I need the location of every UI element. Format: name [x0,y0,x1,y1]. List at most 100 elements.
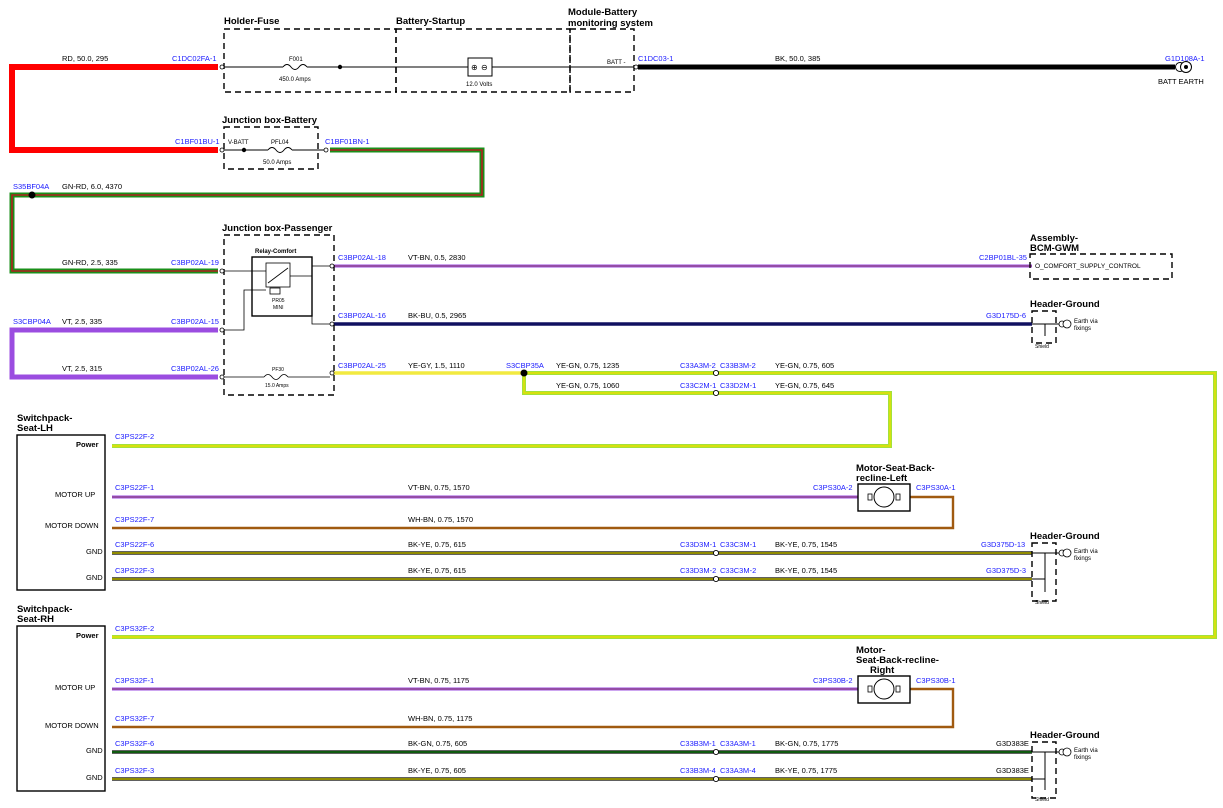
conn-c33b3m-4[interactable]: C33B3M-4 [680,766,716,775]
lh-pin-power: Power [76,440,99,449]
motor-left-title-1: Motor-Seat-Back- [856,463,935,474]
conn-c3ps32f-7[interactable]: C3PS32F-7 [115,714,154,723]
wire-label-w22: BK-GN, 0.75, 605 [408,739,467,748]
jb-passenger-box[interactable] [223,234,335,396]
header-ground-2-box[interactable] [1031,542,1057,602]
switchpack-lh-box[interactable] [16,434,106,591]
conn-c3bp02al-19[interactable]: C3BP02AL-19 [171,258,219,267]
conn-c1dc02fa-1[interactable]: C1DC02FA-1 [172,54,217,63]
header-ground-3-box[interactable] [1031,741,1057,799]
bcm-gwm-box[interactable] [1029,253,1173,280]
module-battery-box[interactable] [569,28,635,93]
conn-c3ps32f-6[interactable]: C3PS32F-6 [115,739,154,748]
conn-c3bp02al-15[interactable]: C3BP02AL-15 [171,317,219,326]
conn-g3d383e-a[interactable]: G3D383E [996,739,1029,748]
jb-battery-box[interactable] [223,126,319,170]
wire-rd-50[interactable] [9,64,218,153]
pf30-amps: 15.0 Amps [265,383,289,389]
motor-right-box[interactable] [857,675,911,704]
conn-s3cbp04a[interactable]: S3CBP04A [13,317,51,326]
fuse-pfl04-icon [267,147,293,153]
pfl04-amps: 50.0 Amps [263,160,291,166]
conn-c1bf01bu-1[interactable]: C1BF01BU-1 [175,137,220,146]
conn-c3ps32f-2[interactable]: C3PS32F-2 [115,624,154,633]
earth-1-label-2: fixings [1074,326,1091,332]
lh-pin-motor-down: MOTOR DOWN [45,521,99,530]
wire-vt-25[interactable] [9,327,218,380]
conn-c33b3m-2[interactable]: C33B3M-2 [720,361,756,370]
switchpack-lh-title-1: Switchpack- [17,413,72,424]
wire-label-w12: YE-GN, 0.75, 1060 [556,381,619,390]
conn-c33c2m-1[interactable]: C33C2M-1 [680,381,716,390]
batt-earth-label: BATT EARTH [1158,77,1204,86]
connector-labels: C1DC02FA-1 C1DC03-1 G1D108A-1 C1BF01BU-1… [13,54,1205,775]
conn-c33c3m-2[interactable]: C33C3M-2 [720,566,756,575]
wire-label-w17: BK-YE, 0.75, 1545 [775,540,837,549]
conn-c3ps22f-6[interactable]: C3PS22F-6 [115,540,154,549]
fuse-icon [282,64,308,70]
motor-right-icon [873,678,895,700]
conn-c3ps32f-1[interactable]: C3PS32F-1 [115,676,154,685]
wire-ye-gn-lh[interactable] [112,373,892,448]
fuse-f001-label: F001 [289,57,303,63]
wire-lh-motor-down[interactable] [112,495,955,530]
wire-label-w11: YE-GN, 0.75, 605 [775,361,834,370]
conn-c3ps22f-7[interactable]: C3PS22F-7 [115,515,154,524]
conn-c33d3m-1[interactable]: C33D3M-1 [680,540,716,549]
wire-ye-gn-rh[interactable] [112,371,1217,639]
conn-g3d375d-3[interactable]: G3D375D-3 [986,566,1026,575]
wire-label-w15: WH-BN, 0.75, 1570 [408,515,473,524]
relay-comfort-box[interactable] [251,256,313,317]
earth-2-label-2: fixings [1074,556,1091,562]
battery-plus: ⊕ [471,63,478,72]
inline-connector-marks [712,369,720,783]
conn-c3ps32f-3[interactable]: C3PS32F-3 [115,766,154,775]
holder-fuse-title: Holder-Fuse [224,16,279,27]
conn-c33d2m-1[interactable]: C33D2M-1 [720,381,756,390]
shield-3-label: Shield [1035,797,1049,803]
conn-c1dc03-1[interactable]: C1DC03-1 [638,54,673,63]
battery-volts: 12.0 Volts [466,82,492,88]
motor-left-box[interactable] [857,483,911,512]
conn-c3ps22f-3[interactable]: C3PS22F-3 [115,566,154,575]
conn-c3ps30b-1[interactable]: C3PS30B-1 [916,676,956,685]
conn-c3ps30a-2[interactable]: C3PS30A-2 [813,483,853,492]
battery-minus: ⊖ [481,63,488,72]
conn-g3d383e-b[interactable]: G3D383E [996,766,1029,775]
conn-s35bf04a[interactable]: S35BF04A [13,182,49,191]
conn-c33a3m-2[interactable]: C33A3M-2 [680,361,716,370]
wire-label-w20: VT-BN, 0.75, 1175 [408,676,469,685]
conn-c3bp02al-16[interactable]: C3BP02AL-16 [338,311,386,320]
conn-c3ps22f-1[interactable]: C3PS22F-1 [115,483,154,492]
conn-g1d108a-1[interactable]: G1D108A-1 [1165,54,1205,63]
conn-g3d175d-6[interactable]: G3D175D-6 [986,311,1026,320]
conn-c33c3m-1[interactable]: C33C3M-1 [720,540,756,549]
conn-c3ps30a-1[interactable]: C3PS30A-1 [916,483,956,492]
wire-rh-motor-down[interactable] [112,687,955,729]
earth-3-label-1: Earth via [1074,748,1098,754]
earth-1-label-1: Earth via [1074,319,1098,325]
jb-battery-title: Junction box-Battery [222,115,318,126]
pfl04-label: PFL04 [271,140,289,146]
conn-c1bf01bn-1[interactable]: C1BF01BN-1 [325,137,370,146]
shield-1-label: Shield [1035,344,1049,350]
header-ground-1-title: Header-Ground [1030,299,1100,310]
conn-c3bp02al-25[interactable]: C3BP02AL-25 [338,361,386,370]
conn-c3bp02al-18[interactable]: C3BP02AL-18 [338,253,386,262]
conn-c3ps22f-2[interactable]: C3PS22F-2 [115,432,154,441]
header-ground-1-box[interactable] [1031,310,1057,344]
switchpack-rh-box[interactable] [16,625,106,792]
conn-c3bp02al-26[interactable]: C3BP02AL-26 [171,364,219,373]
splice-s35bf04a[interactable] [28,191,36,199]
conn-g3d375d-13[interactable]: G3D375D-13 [981,540,1025,549]
wire-label-w19: BK-YE, 0.75, 1545 [775,566,837,575]
conn-c3ps30b-2[interactable]: C3PS30B-2 [813,676,853,685]
conn-s3cbp35a[interactable]: S3CBP35A [506,361,544,370]
splice-s3cbp35a[interactable] [520,369,528,377]
conn-c33b3m-1[interactable]: C33B3M-1 [680,739,716,748]
conn-c33a3m-1[interactable]: C33A3M-1 [720,739,756,748]
conn-c33d3m-2[interactable]: C33D3M-2 [680,566,716,575]
conn-c2bp01bl-35[interactable]: C2BP01BL-35 [979,253,1027,262]
conn-c33a3m-4[interactable]: C33A3M-4 [720,766,756,775]
